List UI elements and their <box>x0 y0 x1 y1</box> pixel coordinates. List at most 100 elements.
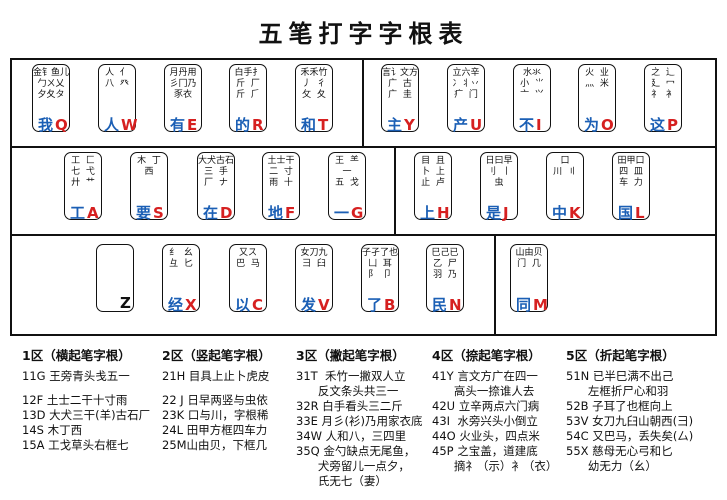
key-roots: 口 川 〢 <box>553 156 577 177</box>
key-c: 又ス 巴 马 <box>229 244 267 312</box>
mnemonic-line: 42U 立辛两点六门病 <box>432 399 540 413</box>
key-char: 人 <box>104 116 120 134</box>
mnemonic-line: 45P 之宝盖，道建底 <box>432 444 538 458</box>
key-char: 要 <box>136 204 152 222</box>
key-roots: 子孑了也 凵 耳 阝 卩 <box>362 248 399 280</box>
key-roots: 巳己已 乙 尸 羽 乃 <box>431 248 459 280</box>
key-char: 工 <box>70 204 86 222</box>
key-char: 为 <box>584 116 600 134</box>
mnemonic-line: 33E 月彡(衫)乃用家衣底 <box>296 414 423 428</box>
key-letter: Q <box>55 116 68 134</box>
mnemonic-line: 35Q 金勺缺点无尾鱼， <box>296 444 416 458</box>
key-l: 田甲口 四 皿 车 力 <box>612 152 650 220</box>
key-e: 月丹用 彡冂乃 豕衣 <box>164 64 202 132</box>
key-letter: W <box>121 116 138 134</box>
key-letter: T <box>318 116 329 134</box>
mnemonic-line: 14S 木丁西 <box>22 423 83 437</box>
mnemonic-line: 34W 人和八，三四里 <box>296 429 407 443</box>
key-letter: X <box>185 296 197 314</box>
key-letter: Y <box>404 116 415 134</box>
key-letter: M <box>533 296 548 314</box>
mnemonic-line: 15A 工戈草头右框七 <box>22 438 129 452</box>
zone-heading: 1区（横起笔字根） <box>22 348 131 363</box>
mnemonic-line: 反文条头共三一 <box>296 384 399 398</box>
key-char: 同 <box>516 296 532 314</box>
key-roots: 大犬古石 三 手 厂 ナ <box>198 156 235 188</box>
key-letter: P <box>667 116 679 134</box>
key-roots: 日曰早 刂 丨 虫 <box>485 156 513 188</box>
key-char: 在 <box>203 204 219 222</box>
key-j: 日曰早 刂 丨 虫 <box>480 152 518 220</box>
key-roots: 土士干 二 寸 雨 十 <box>267 156 295 188</box>
key-roots: 白手扌 斤 厂 斤 ⺁ <box>234 68 262 100</box>
key-letter: U <box>470 116 483 134</box>
key-roots: 纟 幺 彑 匕 <box>169 248 193 269</box>
key-letter: E <box>187 116 198 134</box>
key-p: 之 辶 廴 冖 礻 衤 <box>644 64 682 132</box>
key-roots: 田甲口 四 皿 车 力 <box>617 156 645 188</box>
key-m: 山由贝 门 几 <box>510 244 548 312</box>
mnemonic-line <box>162 384 271 393</box>
divider <box>362 58 364 147</box>
key-t: 禾禾竹 丿 彳 攵 夂 <box>295 64 333 132</box>
key-char: 上 <box>420 204 436 222</box>
key-letter: R <box>252 116 264 134</box>
mnemonic-line: 43I 水旁兴头小倒立 <box>432 414 538 428</box>
key-q: 金钅鱼儿 勹ㄨ乂 夕夂タ <box>32 64 70 132</box>
key-char: 我 <box>38 116 54 134</box>
key-letter: D <box>220 204 233 222</box>
key-roots: 工 匚 七 弋 廾 艹 <box>71 156 95 188</box>
key-letter: L <box>635 204 645 222</box>
mnemonic-line: 55X 慈母无心弓和匕 <box>566 444 673 458</box>
key-roots: 禾禾竹 丿 彳 攵 夂 <box>300 68 328 100</box>
mnemonic-line: 23K 口与川，字根稀 <box>162 408 269 422</box>
key-letter: H <box>437 204 450 222</box>
mnemonic-line: 左框折尸心和羽 <box>566 384 669 398</box>
key-char: 民 <box>432 296 448 314</box>
mnemonic-line: 31T 禾竹一撇双人立 <box>296 369 406 383</box>
key-letter: V <box>318 296 330 314</box>
key-roots: 王 ⺷ 一 五 戈 <box>335 156 359 188</box>
key-roots: 言讠文方 广 古 广 圭 <box>382 68 419 100</box>
key-roots <box>97 245 133 270</box>
key-x: 纟 幺 彑 匕 <box>162 244 200 312</box>
zone-heading: 5区（折起笔字根） <box>566 348 675 363</box>
mnemonic-line: 氏无七（妻） <box>296 474 387 488</box>
divider <box>10 146 717 148</box>
mnemonic-line: 41Y 言文方广在四一 <box>432 369 538 383</box>
key-letter: N <box>449 296 462 314</box>
key-roots: 水氺 小 ⺌ 亠 ⺍ <box>520 68 544 100</box>
key-roots: 之 辶 廴 冖 礻 衤 <box>651 68 675 100</box>
key-char: 主 <box>387 116 403 134</box>
mnemonic-line: 幼无力（幺） <box>566 459 657 473</box>
key-n: 巳己已 乙 尸 羽 乃 <box>426 244 464 312</box>
key-roots: 火 业 灬 米 <box>585 68 609 89</box>
mnemonic-line: 44O 火业头，四点米 <box>432 429 540 443</box>
key-u: 立六辛 冫丬丷 疒 门 <box>447 64 485 132</box>
key-letter: F <box>285 204 296 222</box>
key-char: 发 <box>301 296 317 314</box>
key-i: 水氺 小 ⺌ 亠 ⺍ <box>513 64 551 132</box>
mnemonic-line: 54C 又巴马，丢失矣(厶) <box>566 429 694 443</box>
zone-heading: 3区（撇起笔字根） <box>296 348 405 363</box>
mnemonic-line: 53V 女刀九臼山朝西(彐) <box>566 414 694 428</box>
key-char: 不 <box>519 116 535 134</box>
key-char: 地 <box>268 204 284 222</box>
